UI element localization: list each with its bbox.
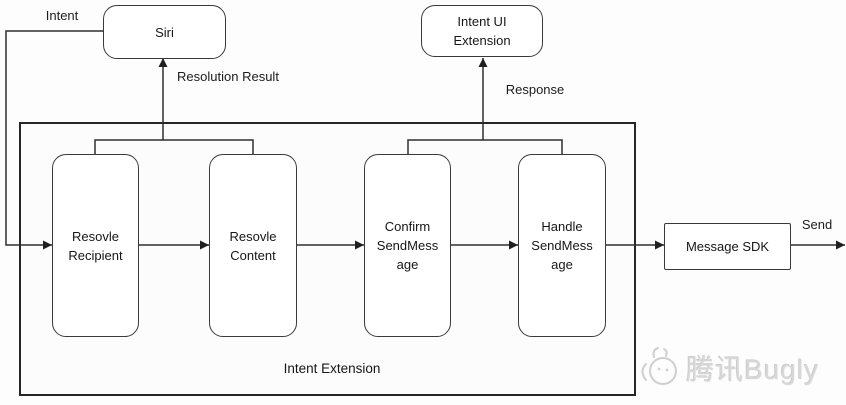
intent-edge-label: Intent xyxy=(45,8,79,23)
node-confirm-send-message-label: Confirm SendMessage xyxy=(376,219,439,272)
node-resolve-content: Resovle Content xyxy=(209,154,297,337)
node-confirm-send-message: Confirm SendMessage xyxy=(364,154,451,337)
bracket-resolve-group xyxy=(94,139,254,155)
bugly-mascot-icon xyxy=(641,347,677,385)
watermark: 腾讯Bugly xyxy=(636,340,846,396)
node-intent-ui-extension: Intent UI Extension xyxy=(421,5,543,57)
bracket-send-group xyxy=(407,139,563,155)
node-handle-send-message-label: Handle SendMessage xyxy=(531,219,593,272)
response-edge-label: Response xyxy=(505,82,565,97)
node-message-sdk: Message SDK xyxy=(664,223,791,270)
node-resolve-recipient-label: Resovle Recipient xyxy=(68,228,123,263)
node-handle-send-message: Handle SendMessage xyxy=(518,154,606,337)
intent-extension-label: Intent Extension xyxy=(283,361,381,376)
send-edge-label: Send xyxy=(801,217,833,232)
connector-intent xyxy=(5,30,103,250)
node-intent-ui-extension-label: Intent UI Extension xyxy=(453,14,511,48)
node-message-sdk-label: Message SDK xyxy=(685,239,770,254)
node-siri-label: Siri xyxy=(155,24,174,40)
node-siri: Siri xyxy=(103,5,226,59)
node-resolve-content-label: Resovle Content xyxy=(229,228,277,263)
resolution-result-edge-label: Resolution Result xyxy=(177,69,279,84)
node-resolve-recipient: Resovle Recipient xyxy=(52,154,139,337)
watermark-text: 腾讯Bugly xyxy=(686,354,820,385)
